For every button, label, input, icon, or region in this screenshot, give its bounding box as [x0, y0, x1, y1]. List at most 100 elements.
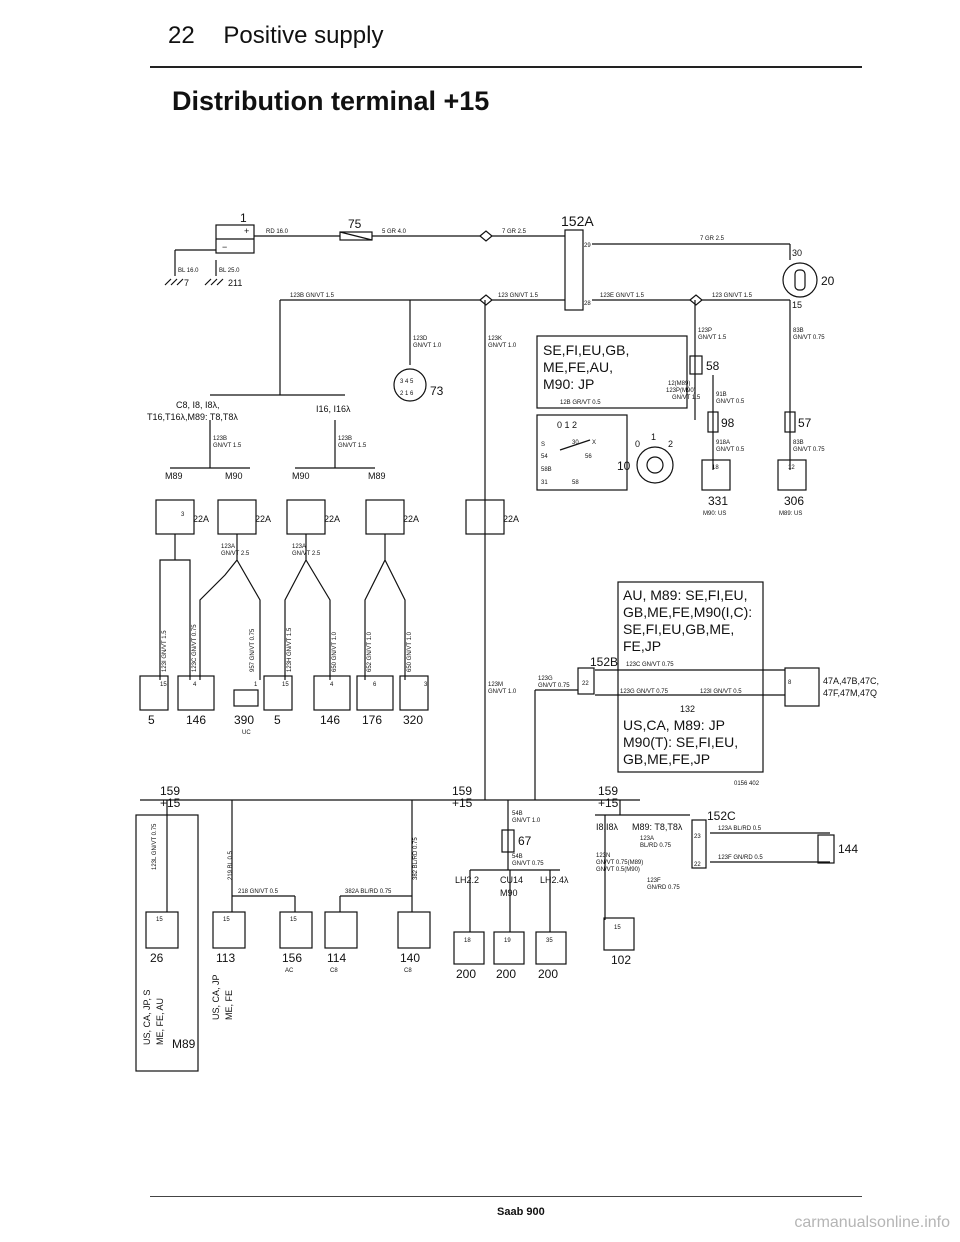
- vwire-957: 957 GN/VT 0.75: [250, 628, 256, 672]
- comp-26: 26: [150, 951, 164, 965]
- market-me-fe-2: ME, FE: [224, 990, 234, 1020]
- pin-22: 22: [582, 681, 589, 687]
- wire-219: 219 BL 0.5: [228, 851, 234, 880]
- comp-176-box: [356, 675, 394, 711]
- wire-123d: 123D: [413, 336, 428, 342]
- comp-320: 320: [403, 713, 423, 727]
- fuse-22a-3: 22A: [324, 514, 340, 524]
- pin-4-a: 4: [193, 682, 197, 688]
- wire-123a-br-spec: BL/RD 0.75: [640, 843, 672, 849]
- wire-918a-spec: GN/VT 0.5: [716, 447, 745, 453]
- term-58b: 58B: [541, 467, 552, 473]
- pin-15-f: 15: [614, 925, 621, 931]
- wire-123a-spec: GN/VT 2.5: [221, 551, 250, 557]
- comp-200-b: 200: [496, 967, 516, 981]
- pin-6: 6: [373, 682, 377, 688]
- comp-306-box: [777, 459, 807, 491]
- comp-102-box: [603, 917, 635, 951]
- bus-15-b: +15: [452, 796, 473, 810]
- pin-18: 18: [712, 465, 719, 471]
- markets-2-line1: AU, M89: SE,FI,EU,: [623, 587, 747, 603]
- section-title: Positive supply: [223, 22, 384, 49]
- wire-123p-spec: GN/VT 1.5: [698, 335, 727, 341]
- pin-15-b: 15: [282, 682, 289, 688]
- wire-123f: 123F: [647, 878, 661, 884]
- pin-15-e: 15: [290, 917, 297, 923]
- wire-123b-a-spec: GN/VT 1.5: [213, 443, 242, 449]
- wire-83b: 83B: [793, 328, 804, 334]
- comp-102: 102: [611, 953, 631, 967]
- ignition-switch-20: [782, 262, 818, 298]
- fuse-box-2: [217, 499, 257, 535]
- pin-12: 12: [788, 465, 795, 471]
- market-m89-t8: M89: T8,T8λ: [632, 822, 683, 832]
- wire-123m-spec: GN/VT 1.0: [488, 689, 517, 695]
- wire-123-right: 123 GN/VT 1.5: [712, 293, 753, 299]
- ignition-group: 75 5 GR 4.0 7 GR 2.5: [339, 217, 565, 242]
- switch-152a-body: [564, 229, 584, 311]
- market-t16: T16,T16λ,M89: T8,T8λ: [147, 412, 238, 422]
- pin-35: 35: [546, 938, 553, 944]
- fuse-22a-1: 22A: [193, 514, 209, 524]
- pin-8: 8: [788, 680, 792, 686]
- dial-pos-0: 0: [635, 439, 640, 449]
- comp-5-b: 5: [274, 713, 281, 727]
- wire-123: 123 GN/VT 1.5: [498, 293, 539, 299]
- wire-123b-b-spec: GN/VT 1.5: [338, 443, 367, 449]
- svg-text:−: −: [222, 242, 227, 252]
- battery-group: 1 + − RD 16.0 BL 16.0 BL 25.0 7 211: [164, 211, 340, 288]
- variant-m89-a: M89: [165, 471, 183, 481]
- market-me-fe: ME, FE, AU: [155, 998, 165, 1045]
- market-i16: I16, I16λ: [316, 404, 351, 414]
- comp-176: 176: [362, 713, 382, 727]
- wire-123d-spec: GN/VT 1.0: [413, 343, 442, 349]
- comp-200c-box: [535, 931, 567, 965]
- figure-code: 0156 402: [734, 781, 760, 787]
- fuse-22a-2: 22A: [255, 514, 271, 524]
- feed-line: 123B GN/VT 1.5 123 GN/VT 1.5 123E GN/VT …: [279, 293, 791, 470]
- markets-1-line1: SE,FI,EU,GB,: [543, 342, 629, 358]
- comp-144-box: [817, 834, 835, 864]
- dial-pos-1: 1: [651, 432, 656, 442]
- wire-123b: 123B GN/VT 1.5: [290, 293, 335, 299]
- switch-10-dial: [636, 446, 674, 484]
- variant-cu14: CU14: [500, 875, 523, 885]
- wire-218: 218 GN/VT 0.5: [238, 889, 279, 895]
- variant-lh24: LH2.4λ: [540, 875, 569, 885]
- wire-382: 382 BL/RD 0.75: [413, 837, 419, 880]
- wire-54b-b-spec: GN/VT 0.75: [512, 861, 544, 867]
- markets-box-2-frame: [617, 581, 764, 773]
- comp-5b-box: [263, 675, 293, 711]
- vwire-123i: 123I GN/VT 1.5: [162, 630, 168, 672]
- comp-200a-box: [453, 931, 485, 965]
- vwire-650a: 650 GN/VT 1.0: [332, 631, 338, 672]
- page-number: 22: [168, 22, 195, 49]
- market-c8: C8, I8, I8λ,: [176, 400, 220, 410]
- wire-123f-gn: 123F GN/RD 0.5: [718, 855, 763, 861]
- comp-390: 390: [234, 713, 254, 727]
- comp-47-refs2: 47F,47M,47Q: [823, 688, 877, 698]
- ground-wire-right: BL 25.0: [219, 268, 240, 274]
- fuse-22a-4: 22A: [403, 514, 419, 524]
- variant-m90-a: M90: [225, 471, 243, 481]
- fuse-57-label: 57: [798, 416, 812, 430]
- fuse-67-label: 67: [518, 834, 532, 848]
- comp-390-box: [233, 689, 259, 707]
- bus-159-a: 159: [160, 784, 180, 798]
- fuse-box-3: [286, 499, 326, 535]
- wire-123f-spec: GN/RD 0.75: [647, 885, 680, 891]
- fuse-57: [784, 411, 796, 433]
- pin-22-b: 22: [694, 862, 701, 868]
- comp-113-box: [212, 911, 246, 949]
- vertical-wires: 123I GN/VT 1.5 123C GN/VT 0.75 957 GN/VT…: [162, 624, 413, 672]
- wire-83b-spec: GN/VT 0.75: [793, 335, 825, 341]
- comp-306-market: M89: US: [779, 511, 802, 517]
- market-us-ca-2: US, CA, JP: [211, 974, 221, 1020]
- fuse-98: [707, 411, 719, 433]
- wire-54b: 54B: [512, 811, 523, 817]
- market-us-ca: US, CA, JP, S: [142, 990, 152, 1045]
- markets-box-1-frame: [536, 335, 688, 409]
- markets-2-m3: GB,ME,FE,JP: [623, 751, 710, 767]
- wire-123n: 123N: [596, 853, 610, 859]
- wire-123a-bl: 123A BL/RD 0.5: [718, 826, 762, 832]
